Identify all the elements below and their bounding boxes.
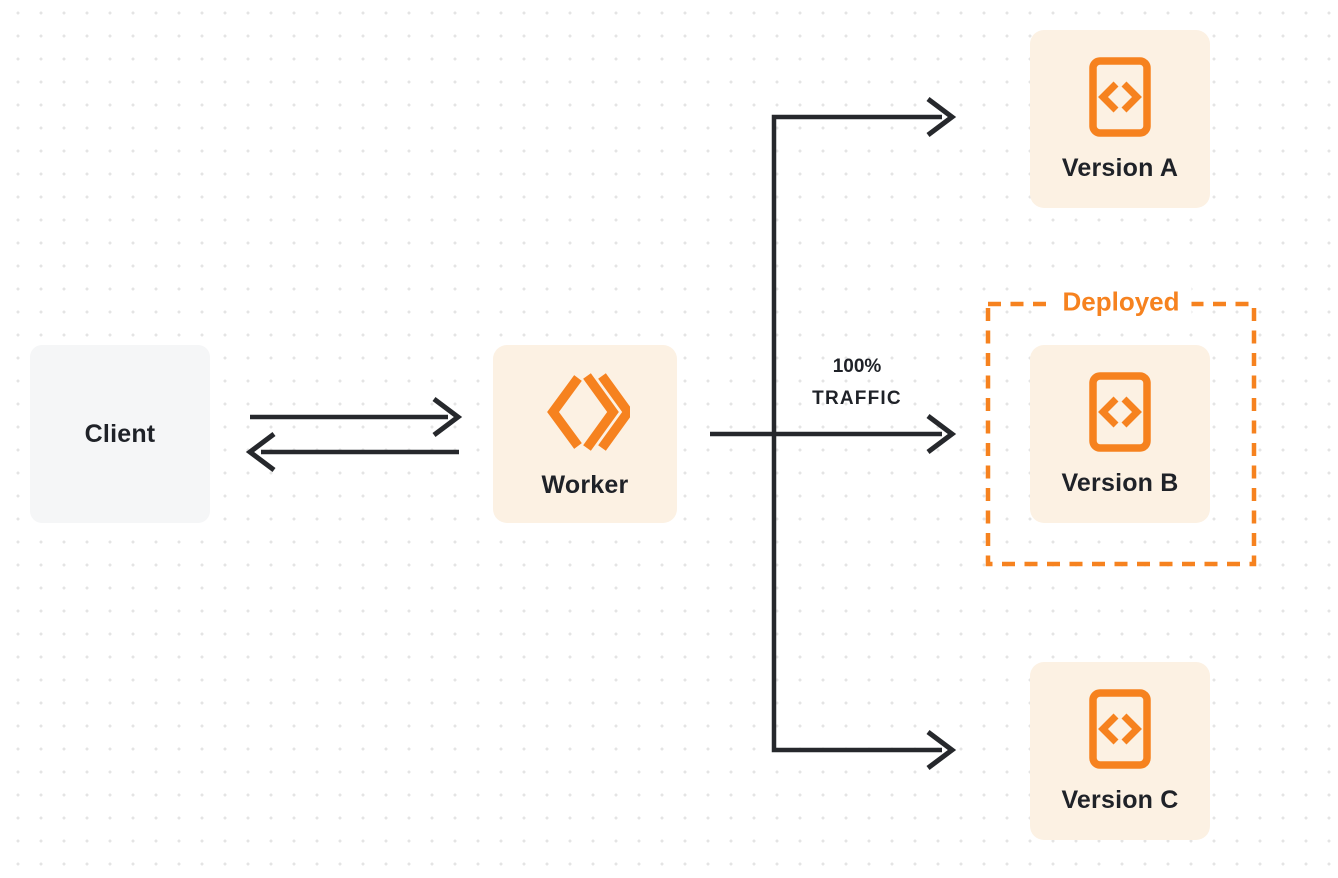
arrowhead-right-icon xyxy=(926,730,957,770)
node-version-c: Version C xyxy=(1030,662,1210,840)
traffic-word-label: TRAFFIC xyxy=(812,388,902,409)
arrowhead-right-icon xyxy=(926,414,957,454)
arrowhead-right-icon xyxy=(926,97,957,137)
node-version-b: Version B xyxy=(1030,345,1210,523)
arrowhead-left-icon xyxy=(245,432,276,472)
worker-label: Worker xyxy=(541,470,629,499)
node-client: Client xyxy=(30,345,210,523)
client-label: Client xyxy=(84,419,156,448)
branch-trunk-line xyxy=(771,114,942,753)
workers-double-chevron-icon xyxy=(547,372,630,451)
traffic-percent-label: 100% xyxy=(832,356,882,377)
version-b-label: Version B xyxy=(1061,468,1179,497)
node-worker: Worker xyxy=(493,345,677,523)
traffic-edge-label: 100% TRAFFIC xyxy=(812,351,902,415)
node-version-a: Version A xyxy=(1030,30,1210,208)
code-file-icon xyxy=(1089,371,1151,452)
deployed-group-label: Deployed xyxy=(1050,286,1192,318)
version-c-label: Version C xyxy=(1061,785,1179,814)
code-file-icon xyxy=(1089,56,1151,137)
code-file-icon xyxy=(1089,688,1151,769)
arrowhead-right-icon xyxy=(432,397,463,437)
version-a-label: Version A xyxy=(1061,153,1179,182)
